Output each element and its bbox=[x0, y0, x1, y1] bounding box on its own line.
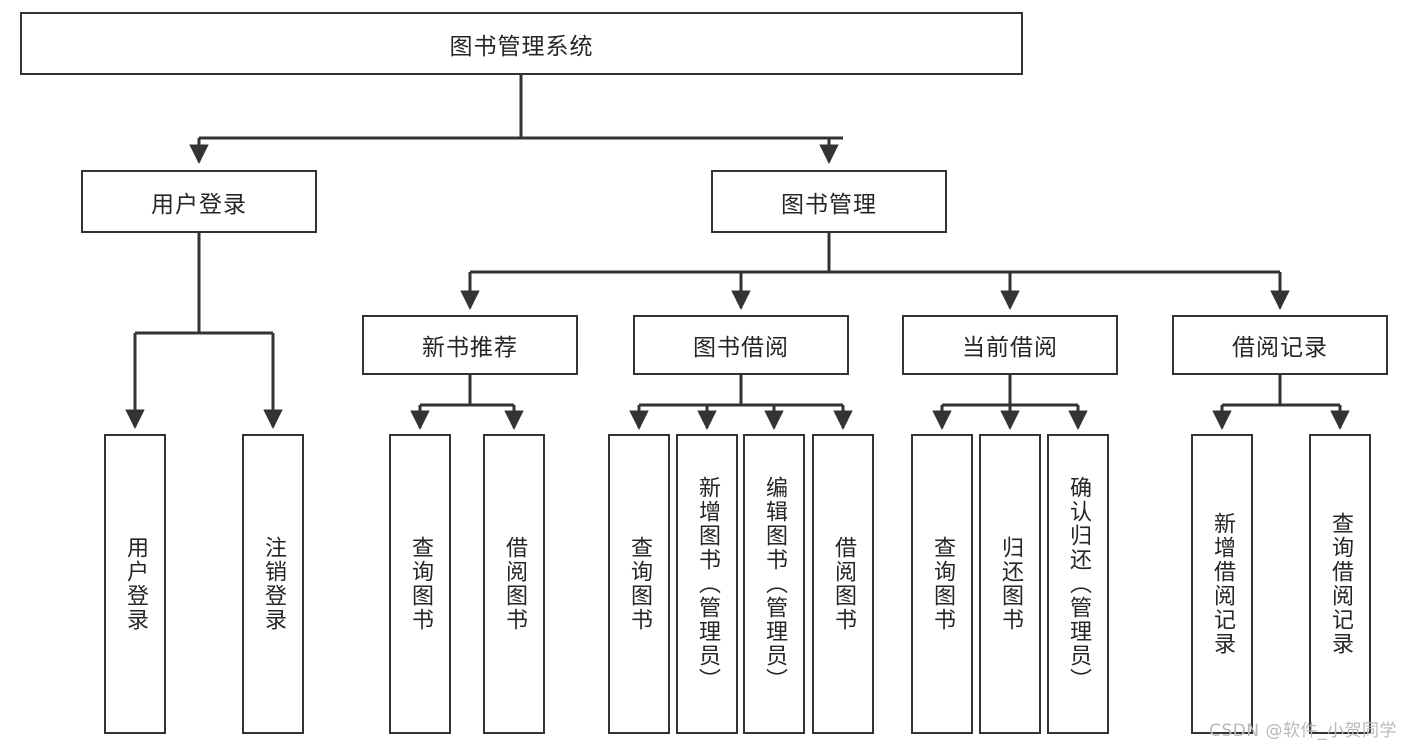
node-leaf-edit-book[interactable]: 编辑图书（管理员） bbox=[743, 434, 805, 734]
node-book-borrow-label: 图书借阅 bbox=[693, 335, 789, 361]
node-leaf-query-record[interactable]: 查询借阅记录 bbox=[1309, 434, 1371, 734]
node-leaf-query-book-2[interactable]: 查询图书 bbox=[608, 434, 670, 734]
node-leaf-edit-book-label: 编辑图书（管理员） bbox=[761, 476, 787, 692]
node-current-borrow-label: 当前借阅 bbox=[962, 335, 1058, 361]
node-leaf-query-record-label: 查询借阅记录 bbox=[1327, 512, 1353, 656]
watermark: CSDN @软件_小贺同学 bbox=[1209, 721, 1397, 741]
node-leaf-borrow-book-1[interactable]: 借阅图书 bbox=[483, 434, 545, 734]
node-root[interactable]: 图书管理系统 bbox=[20, 12, 1023, 75]
node-current-borrow[interactable]: 当前借阅 bbox=[902, 315, 1118, 375]
node-leaf-add-book-label: 新增图书（管理员） bbox=[694, 476, 720, 692]
node-leaf-query-book-2-label: 查询图书 bbox=[626, 536, 652, 632]
node-book-management-label: 图书管理 bbox=[781, 191, 877, 218]
node-new-book-recommend[interactable]: 新书推荐 bbox=[362, 315, 578, 375]
node-leaf-add-record-label: 新增借阅记录 bbox=[1209, 512, 1235, 656]
node-leaf-query-book-3-label: 查询图书 bbox=[929, 536, 955, 632]
node-book-borrow[interactable]: 图书借阅 bbox=[633, 315, 849, 375]
node-leaf-confirm-return-label: 确认归还（管理员） bbox=[1065, 476, 1091, 692]
node-leaf-query-book-3[interactable]: 查询图书 bbox=[911, 434, 973, 734]
node-leaf-user-login-label: 用户登录 bbox=[122, 536, 148, 632]
node-root-label: 图书管理系统 bbox=[449, 33, 594, 60]
node-leaf-query-book-1-label: 查询图书 bbox=[407, 536, 433, 632]
node-new-book-recommend-label: 新书推荐 bbox=[422, 335, 518, 361]
node-leaf-query-book-1[interactable]: 查询图书 bbox=[389, 434, 451, 734]
node-leaf-user-login[interactable]: 用户登录 bbox=[104, 434, 166, 734]
node-user-login[interactable]: 用户登录 bbox=[81, 170, 317, 233]
node-leaf-logout-login-label: 注销登录 bbox=[260, 536, 286, 632]
node-leaf-add-record[interactable]: 新增借阅记录 bbox=[1191, 434, 1253, 734]
node-leaf-confirm-return[interactable]: 确认归还（管理员） bbox=[1047, 434, 1109, 734]
node-book-management[interactable]: 图书管理 bbox=[711, 170, 947, 233]
node-leaf-return-book[interactable]: 归还图书 bbox=[979, 434, 1041, 734]
node-leaf-return-book-label: 归还图书 bbox=[997, 536, 1023, 632]
node-borrow-record-label: 借阅记录 bbox=[1232, 335, 1328, 361]
node-leaf-add-book[interactable]: 新增图书（管理员） bbox=[676, 434, 738, 734]
node-leaf-borrow-book-2-label: 借阅图书 bbox=[830, 536, 856, 632]
node-borrow-record[interactable]: 借阅记录 bbox=[1172, 315, 1388, 375]
node-leaf-logout-login[interactable]: 注销登录 bbox=[242, 434, 304, 734]
node-leaf-borrow-book-1-label: 借阅图书 bbox=[501, 536, 527, 632]
node-user-login-label: 用户登录 bbox=[151, 191, 247, 218]
node-leaf-borrow-book-2[interactable]: 借阅图书 bbox=[812, 434, 874, 734]
